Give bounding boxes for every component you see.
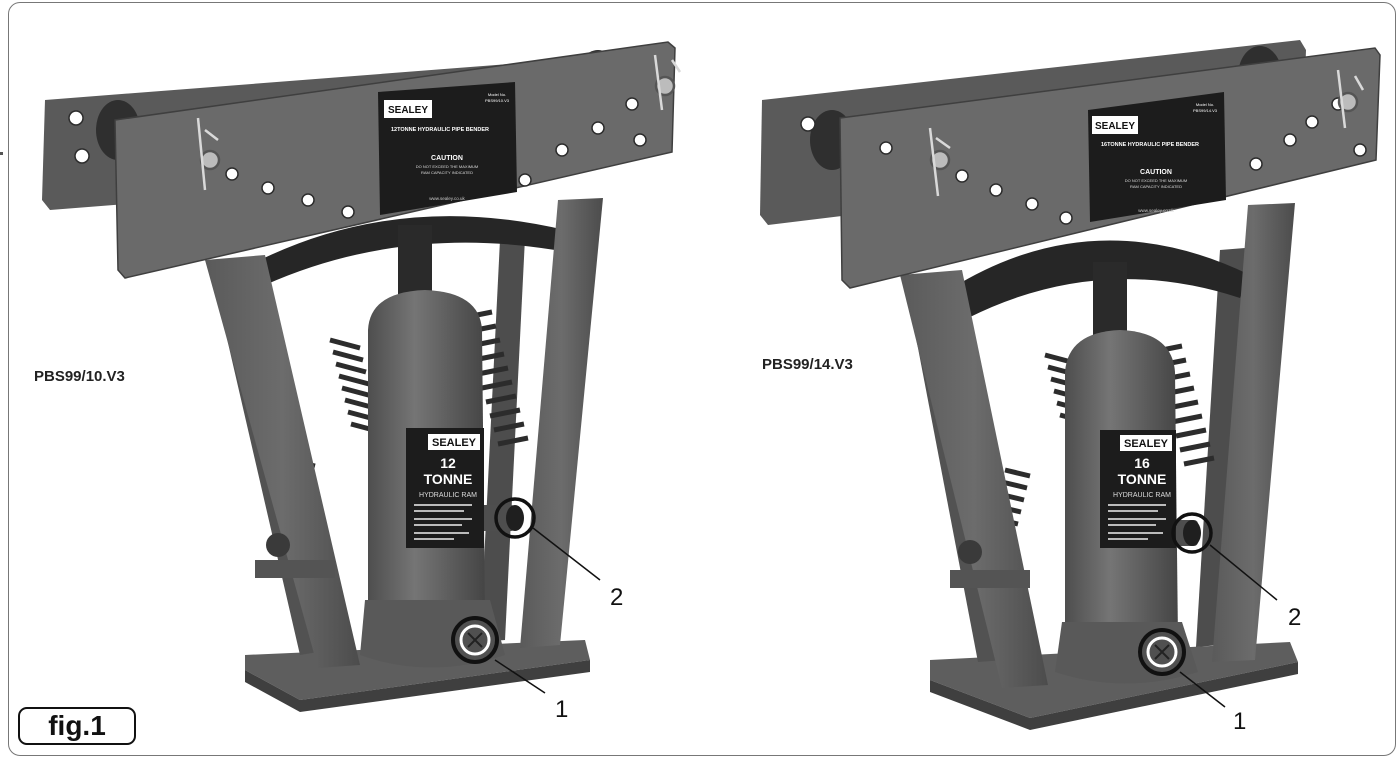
plate-model-no: PBS99/10.V3 [485,98,510,103]
figure-label: fig.1 [18,707,136,745]
jack-label-fine-print [1108,504,1166,540]
callout-number-1-left: 1 [555,696,569,723]
front-leg-right [1212,203,1295,662]
bending-former [250,216,565,285]
pump-socket-hole [506,505,524,531]
model-label-left: PBS99/10.V3 [34,368,125,385]
jack-label-logo-box [1120,435,1172,451]
model-label-right: PBS99/14.V3 [762,356,853,373]
front-leg-left [205,255,360,668]
ram-piston [398,225,432,300]
jack-label-brand: SEALEY [432,437,477,449]
jack-label-type: HYDRAULIC RAM [1113,492,1171,499]
callout-leader-1 [1179,671,1226,708]
plate-brand: SEALEY [388,105,428,116]
jack-label-capacity: 12 [440,455,456,471]
plate-title: 16TONNE HYDRAULIC PIPE BENDER [1101,142,1199,148]
ram-piston [1093,262,1127,342]
locking-pin-left [196,117,221,191]
warning-plate: SEALEY Model No. PBS99/14.V3 16TONNE HYD… [1088,92,1226,222]
pivot-pin-left [266,533,290,557]
callout-leader-1 [494,659,546,694]
release-valve-screw [467,632,483,648]
callout-number-2-right: 2 [1288,604,1302,631]
plate-model-no-label: Model No. [1196,102,1214,107]
locking-pin-right [1336,69,1365,129]
figure-frame [8,2,1396,756]
jack-label-type: HYDRAULIC RAM [419,492,477,499]
jack-label-brand: SEALEY [1124,438,1169,450]
plate-model-no: PBS99/14.V3 [1193,108,1218,113]
callout-number-2-left: 2 [610,584,624,611]
callout-leader-2 [1209,544,1278,601]
warning-plate: SEALEY Model No. PBS99/10.V3 12TONNE HYD… [378,82,517,215]
plate-caution-heading: CAUTION [431,155,463,162]
plate-caution-heading: CAUTION [1140,169,1172,176]
callout-number-1-right: 1 [1233,708,1247,735]
pivot-pin-left [958,540,982,564]
callout-ring-2 [1171,512,1213,554]
plate-title: 12TONNE HYDRAULIC PIPE BENDER [391,127,489,133]
plate-brand: SEALEY [1095,121,1135,132]
pump-socket-hole [1183,520,1201,546]
release-valve-screw [1154,644,1170,660]
jack-label-capacity: 16 [1134,455,1150,471]
callout-leader-2 [532,527,601,581]
locking-pin-right [653,54,682,111]
leg-brace [950,570,1030,588]
leg-brace [255,560,335,578]
release-valve-highlight [459,624,491,656]
crossbar-holes [68,97,647,219]
front-leg-right [520,198,603,648]
crossbar-holes [800,97,1367,225]
callout-ring-2 [494,497,536,539]
base-plate-edge [245,660,590,712]
rear-leg-right [1196,248,1245,647]
plate-caution-text-2: RAM CAPACITY INDICATED [421,170,473,175]
jack-label-unit: TONNE [1118,471,1167,487]
pipe-bender-illustration-left: SEALEY 12 TONNE HYDRAULIC RAM SEALEY M [42,41,682,712]
pipe-bender-illustration-right: SEALEY 16 TONNE HYDRAULIC RAM SEALEY Mod… [760,40,1381,730]
jack-label-fine-print [414,504,472,540]
rear-leg-right [480,238,525,642]
plate-caution-text-1: DO NOT EXCEED THE MAXIMUM [416,164,479,169]
plate-caution-text-2: RAM CAPACITY INDICATED [1130,184,1182,189]
jack-label-unit: TONNE [424,471,473,487]
release-valve-highlight [1146,636,1178,668]
plate-website: www.sealey.co.uk [1138,208,1174,213]
plate-website: www.sealey.co.uk [429,196,465,201]
plate-caution-text-1: DO NOT EXCEED THE MAXIMUM [1125,178,1188,183]
locking-pin-left [928,127,951,197]
edge-mark [0,152,3,155]
plate-model-no-label: Model No. [488,92,506,97]
jack-label-logo-box [428,434,480,450]
